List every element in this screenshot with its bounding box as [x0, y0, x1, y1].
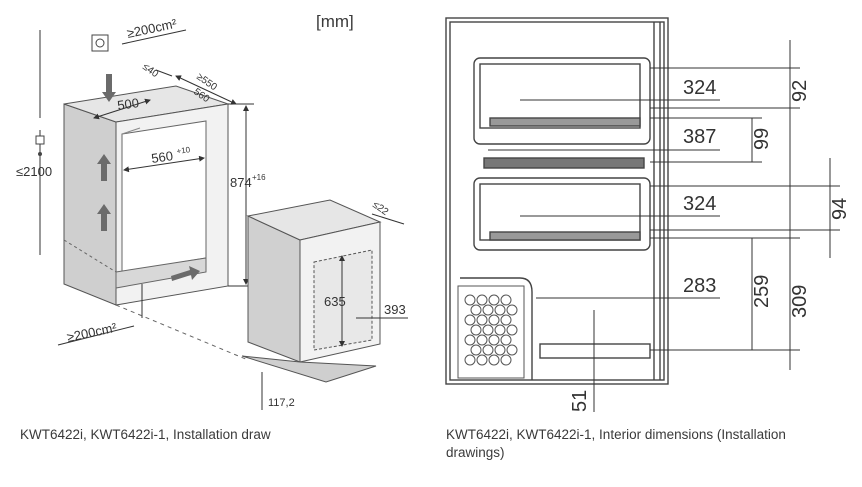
honeycomb-filter	[457, 285, 525, 379]
dim-560-tol: +10	[176, 145, 191, 156]
dim-51: 51	[569, 390, 591, 412]
dim-635: 635	[324, 294, 346, 309]
dimension-lines	[488, 40, 840, 412]
dim-2100: ≤2100	[16, 164, 52, 179]
dim-560: 560	[150, 148, 174, 166]
cabinet-outline	[445, 17, 669, 385]
dim-283: 283	[683, 275, 716, 297]
dim-874-tol: +16	[252, 173, 266, 182]
dim-94: 94	[829, 198, 851, 220]
dim-393: 393	[384, 302, 406, 317]
dim-324-top: 324	[683, 77, 716, 99]
dim-117: 117,2	[268, 397, 295, 409]
airflow-arrows	[97, 74, 200, 281]
unit-label: [mm]	[316, 12, 354, 31]
dim-309: 309	[789, 285, 811, 318]
dim-324-mid: 324	[683, 193, 716, 215]
dim-387: 387	[683, 126, 716, 148]
vent-socket-icon	[91, 34, 109, 52]
caption-installation: KWT6422i, KWT6422i-1, Installation draw	[20, 427, 271, 442]
caption-interior: KWT6422i, KWT6422i-1, Interior dimension…	[446, 427, 786, 460]
dim-92: 92	[789, 80, 811, 102]
dim-500: 500	[116, 95, 140, 113]
socket-icon	[35, 135, 45, 156]
dim-99: 99	[751, 128, 773, 150]
dim-874: 874	[230, 175, 252, 190]
dim-259: 259	[751, 275, 773, 308]
appliance-box	[241, 199, 382, 383]
